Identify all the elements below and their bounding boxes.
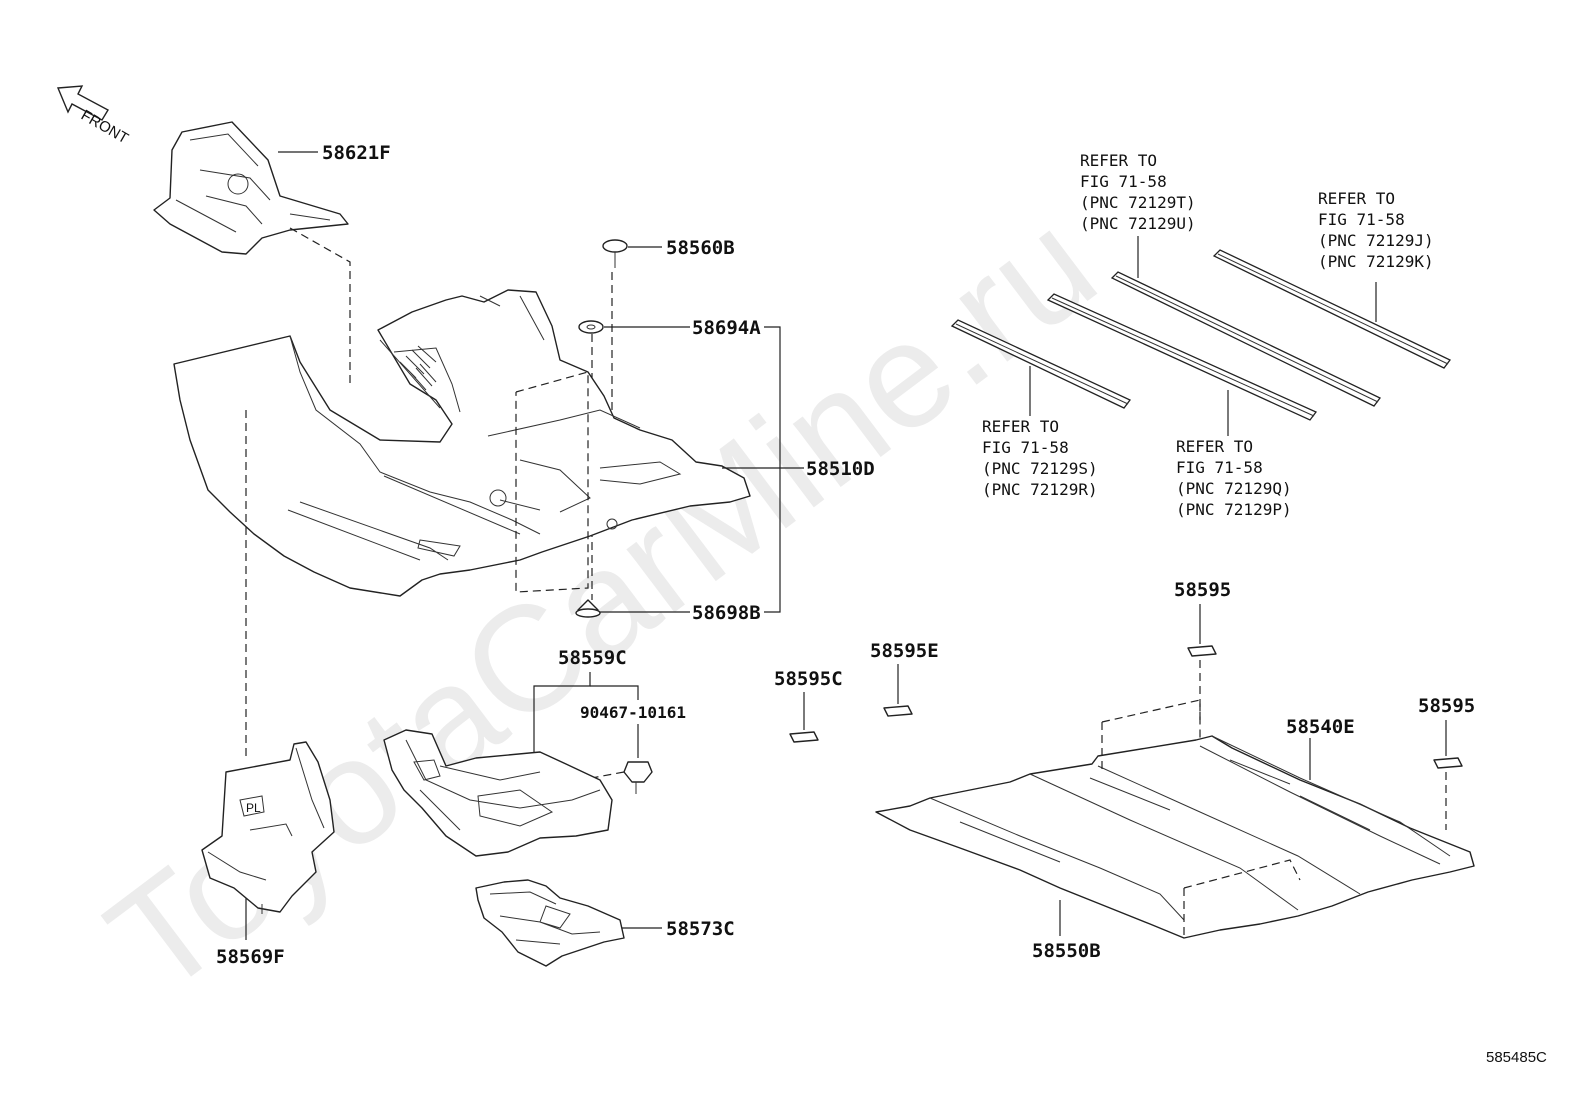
part-label-58550B: 58550B xyxy=(1032,940,1101,962)
reference-note-72129J-K: REFER TO FIG 71-58 (PNC 72129J) (PNC 721… xyxy=(1318,189,1434,271)
part-58621F-drawing xyxy=(153,121,349,255)
watermark: ToyotaCarMine.ru xyxy=(78,179,1125,1026)
part-label-58595E: 58595E xyxy=(870,640,939,662)
svg-text:FIG 71-58: FIG 71-58 xyxy=(982,438,1069,457)
clip-58595-center-icon xyxy=(1187,645,1217,657)
part-label-58569F: 58569F xyxy=(216,946,285,968)
svg-text:REFER TO: REFER TO xyxy=(982,417,1059,436)
clip-58595C-icon xyxy=(789,731,819,743)
part-label-58698B: 58698B xyxy=(692,602,761,624)
clip-58698B-icon xyxy=(575,599,601,618)
part-label-58595-right: 58595 xyxy=(1418,695,1475,717)
clip-58595E-icon xyxy=(883,705,913,717)
reference-note-72129S-R: REFER TO FIG 71-58 (PNC 72129S) (PNC 721… xyxy=(982,417,1098,499)
svg-text:(PNC 72129K): (PNC 72129K) xyxy=(1318,252,1434,271)
part-58573C-drawing xyxy=(475,879,625,967)
svg-text:(PNC 72129T): (PNC 72129T) xyxy=(1080,193,1196,212)
reference-note-72129T-U: REFER TO FIG 71-58 (PNC 72129T) (PNC 721… xyxy=(1080,151,1196,233)
svg-text:REFER TO: REFER TO xyxy=(1318,189,1395,208)
part-label-58560B: 58560B xyxy=(666,237,735,259)
part-label-58595C: 58595C xyxy=(774,668,843,690)
part-label-58573C: 58573C xyxy=(666,918,735,940)
svg-text:FIG 71-58: FIG 71-58 xyxy=(1176,458,1263,477)
svg-text:(PNC 72129R): (PNC 72129R) xyxy=(982,480,1098,499)
svg-text:(PNC 72129S): (PNC 72129S) xyxy=(982,459,1098,478)
reference-note-72129Q-P: REFER TO FIG 71-58 (PNC 72129Q) (PNC 721… xyxy=(1176,437,1292,519)
bolt-90467-10161-icon xyxy=(623,761,653,794)
part-label-58595-center: 58595 xyxy=(1174,579,1231,601)
svg-text:REFER TO: REFER TO xyxy=(1176,437,1253,456)
part-label-58621F: 58621F xyxy=(322,142,391,164)
part-label-58559C: 58559C xyxy=(558,647,627,669)
marking-pl: PL xyxy=(246,801,261,815)
svg-text:(PNC 72129Q): (PNC 72129Q) xyxy=(1176,479,1292,498)
figure-code: 585485C xyxy=(1486,1049,1547,1066)
svg-text:FIG 71-58: FIG 71-58 xyxy=(1080,172,1167,191)
scuff-plate-strips-drawing xyxy=(950,249,1451,421)
svg-text:(PNC 72129U): (PNC 72129U) xyxy=(1080,214,1196,233)
svg-text:(PNC 72129P): (PNC 72129P) xyxy=(1176,500,1292,519)
svg-text:FIG 71-58: FIG 71-58 xyxy=(1318,210,1405,229)
part-58540E-58550B-drawing xyxy=(875,735,1475,939)
part-label-58694A: 58694A xyxy=(692,317,761,339)
part-label-90467-10161: 90467-10161 xyxy=(580,703,686,722)
svg-text:(PNC 72129J): (PNC 72129J) xyxy=(1318,231,1434,250)
part-58559C-drawing xyxy=(383,729,613,857)
part-58569F-drawing: PL xyxy=(201,741,335,914)
front-arrow-icon: FRONT xyxy=(56,85,131,147)
part-label-58510D: 58510D xyxy=(806,458,875,480)
clip-58595-right-icon xyxy=(1433,757,1463,769)
part-label-58540E: 58540E xyxy=(1286,716,1355,738)
clip-58694A-icon xyxy=(578,320,604,334)
svg-text:REFER TO: REFER TO xyxy=(1080,151,1157,170)
clip-58560B-icon xyxy=(602,239,628,268)
part-58510D-drawing xyxy=(173,289,751,597)
